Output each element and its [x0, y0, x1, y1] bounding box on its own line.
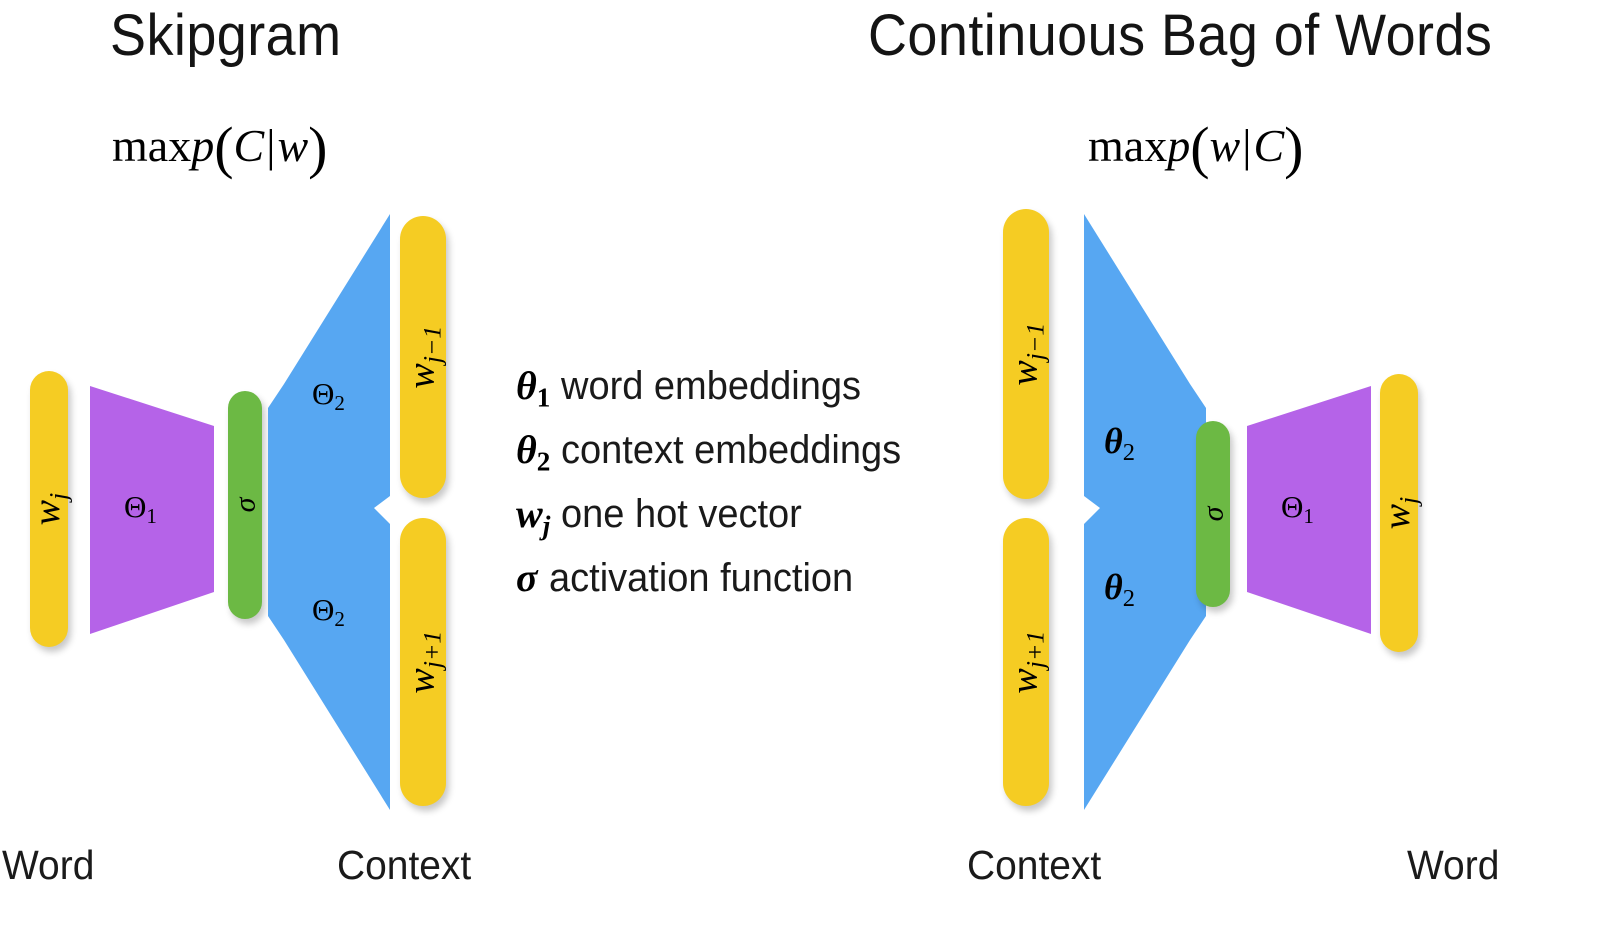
cbow-input-axis-label: Context — [967, 842, 1102, 888]
skipgram-output-context-bottom-bar: wj+1 — [400, 518, 446, 806]
formula-given-bar: | — [266, 120, 276, 171]
cbow-weight2-fan — [1052, 212, 1212, 812]
formula-open-paren: ( — [1190, 115, 1210, 180]
skipgram-output-context-bottom-label: wj+1 — [399, 630, 447, 694]
legend-item: σ activation function — [516, 554, 936, 618]
formula-skipgram: maxp(C|w) — [112, 108, 327, 180]
skipgram-activation-label: σ — [227, 497, 261, 513]
formula-open-paren: ( — [214, 115, 234, 180]
skipgram-output-context-top-label: wj−1 — [399, 325, 447, 389]
legend-symbol: σ — [516, 555, 538, 600]
legend-text: context embeddings — [561, 428, 902, 472]
cbow-activation-label: σ — [1195, 506, 1229, 522]
skipgram-output-context-top-bar: wj−1 — [400, 216, 446, 498]
legend-panel: θ1 word embeddings θ2 context embeddings… — [516, 362, 936, 618]
formula-op: max — [1088, 120, 1168, 171]
formula-p: p — [1167, 120, 1191, 171]
legend-item: θ1 word embeddings — [516, 362, 936, 426]
cbow-weight1-trapezoid — [1243, 380, 1403, 640]
skipgram-activation-bar: σ — [228, 391, 262, 619]
formula-close-paren: ) — [1284, 115, 1304, 180]
panel-title-skipgram: Skipgram — [110, 3, 342, 68]
formula-first-var: C — [233, 120, 265, 171]
cbow-input-context-top-bar: wj−1 — [1003, 209, 1049, 499]
cbow-input-context-bottom-bar: wj+1 — [1003, 518, 1049, 806]
cbow-input-context-bottom-label: wj+1 — [1002, 630, 1050, 694]
formula-op: max — [112, 120, 192, 171]
skipgram-output-axis-label: Context — [337, 842, 472, 888]
skipgram-input-axis-label: Word — [2, 842, 95, 888]
formula-second-var: w — [277, 120, 309, 171]
legend-item: wj one hot vector — [516, 490, 936, 554]
legend-text: activation function — [548, 556, 853, 600]
cbow-input-context-top-label: wj−1 — [1002, 322, 1050, 386]
skipgram-weight2-fan — [262, 212, 422, 812]
skipgram-input-word-bar: wj — [26, 371, 72, 647]
formula-p: p — [191, 120, 215, 171]
formula-first-var: w — [1209, 120, 1241, 171]
legend-symbol: wj — [516, 491, 551, 541]
skipgram-weight1-trapezoid — [86, 380, 246, 640]
cbow-output-word-label: wj — [1375, 496, 1423, 530]
cbow-output-axis-label: Word — [1407, 842, 1500, 888]
panel-title-cbow: Continuous Bag of Words — [868, 3, 1493, 68]
formula-second-var: C — [1253, 120, 1285, 171]
legend-text: word embeddings — [561, 364, 862, 408]
legend-text: one hot vector — [561, 492, 803, 536]
formula-cbow: maxp(w|C) — [1088, 108, 1303, 180]
skipgram-input-word-label: wj — [25, 492, 73, 526]
formula-given-bar: | — [1242, 120, 1252, 171]
cbow-output-word-bar: wj — [1376, 374, 1422, 652]
cbow-activation-bar: σ — [1196, 421, 1230, 607]
legend-symbol: θ1 — [516, 363, 551, 413]
legend-symbol: θ2 — [516, 427, 551, 477]
formula-close-paren: ) — [308, 115, 328, 180]
legend-item: θ2 context embeddings — [516, 426, 936, 490]
